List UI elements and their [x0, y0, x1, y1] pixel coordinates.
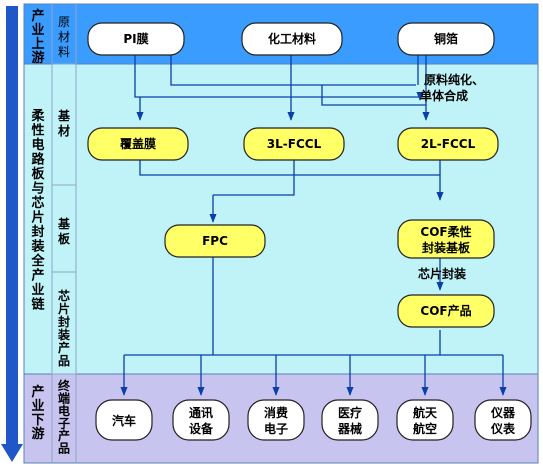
svg-text:业: 业: [31, 22, 44, 38]
side-label-upstream: 产 业 上 游: [31, 8, 44, 66]
svg-text:材: 材: [58, 30, 70, 44]
side-label-midstream-char: 板: [31, 166, 45, 182]
board-node-cof-substrate: COF柔性 封装基板: [397, 219, 495, 259]
svg-text:原: 原: [58, 15, 70, 29]
row-label-substrate-material: 基 材: [57, 108, 71, 138]
row-label-chip-package-char: 产: [58, 340, 70, 355]
side-label-midstream-char: 业: [31, 282, 44, 298]
terminal-node-label: 航天: [413, 405, 438, 420]
row-label-terminal-char: 电: [58, 403, 70, 418]
svg-text:COF柔性: COF柔性: [420, 224, 471, 239]
side-label-midstream-char: 链: [30, 297, 45, 313]
svg-text:覆盖膜: 覆盖膜: [119, 136, 156, 151]
terminal-node-label: 仪表: [490, 421, 516, 436]
side-label-midstream-char: 芯: [31, 195, 44, 211]
terminal-node-label: 航空: [413, 421, 437, 436]
raw-node-pi-film: PI膜: [87, 22, 185, 56]
terminal-node: 汽车: [95, 399, 153, 441]
terminal-node-label: 通讯: [189, 405, 213, 420]
svg-text:游: 游: [31, 50, 44, 66]
flow-lines: [120, 53, 507, 396]
svg-text:原料纯化、: 原料纯化、: [424, 72, 484, 87]
row-label-terminal-char: 子: [58, 417, 70, 431]
row-label-chip-package-char: 封: [58, 314, 70, 329]
terminal-node-label: 医疗: [338, 405, 362, 420]
side-label-midstream-char: 装: [30, 239, 44, 255]
svg-text:材: 材: [57, 123, 70, 138]
svg-text:3L-FCCL: 3L-FCCL: [267, 137, 322, 151]
svg-text:下: 下: [31, 413, 44, 428]
side-label-midstream-char: 电: [31, 137, 44, 153]
row-label-chip-package-char: 品: [58, 354, 70, 368]
package-node-cof-product: COF产品: [397, 294, 495, 328]
svg-text:料: 料: [58, 45, 70, 59]
row-label-terminal-char: 端: [58, 391, 70, 406]
substrate-node-3l-fccl: 3L-FCCL: [243, 127, 345, 161]
svg-text:业: 业: [31, 398, 44, 414]
chain-flow-arrowhead: [1, 444, 23, 462]
svg-text:产: 产: [31, 384, 44, 400]
svg-text:产: 产: [31, 8, 44, 24]
row-label-chip-package-char: 片: [58, 301, 70, 316]
side-label-midstream-char: 性: [31, 123, 44, 139]
side-label-midstream-char: 全: [30, 253, 45, 269]
row-label-terminal-char: 产: [58, 428, 70, 443]
row-label-terminal-char: 品: [58, 442, 70, 456]
substrate-node-coverlay: 覆盖膜: [87, 127, 189, 161]
terminal-node-label: 仪器: [490, 406, 516, 420]
chain-flow-arrow: [6, 6, 18, 446]
side-label-midstream-char: 片: [31, 210, 44, 226]
svg-text:2L-FCCL: 2L-FCCL: [421, 137, 476, 151]
terminal-node-label: 器械: [337, 421, 362, 436]
row-label-substrate-board: 基 板: [57, 216, 71, 246]
raw-node-chemical-materials: 化工材料: [241, 22, 343, 56]
svg-text:基: 基: [57, 108, 71, 123]
svg-text:PI膜: PI膜: [123, 31, 148, 46]
terminal-node-label: 汽车: [112, 413, 136, 428]
annotation-chip-packaging: 芯片封装: [418, 266, 466, 281]
annotation-purification: 原料纯化、 单体合成: [420, 72, 484, 103]
terminal-node-label: 设备: [189, 421, 214, 436]
side-label-midstream-char: 路: [31, 152, 45, 168]
raw-node-copper-foil: 铜箔: [397, 22, 495, 56]
board-node-fpc: FPC: [164, 224, 266, 258]
svg-text:板: 板: [58, 231, 71, 246]
svg-text:基: 基: [57, 216, 71, 231]
svg-text:COF产品: COF产品: [420, 303, 471, 318]
terminal-node-label: 电子: [264, 421, 288, 436]
side-label-midstream-char: 柔: [30, 109, 45, 124]
substrate-node-2l-fccl: 2L-FCCL: [397, 127, 499, 161]
svg-text:上: 上: [31, 37, 44, 52]
svg-text:游: 游: [31, 426, 44, 442]
svg-text:铜箔: 铜箔: [434, 31, 458, 46]
side-label-downstream: 产 业 下 游: [31, 384, 44, 442]
terminal-node-label: 消费: [264, 405, 288, 420]
svg-text:化工材料: 化工材料: [268, 31, 316, 46]
row-label-raw-materials: 原 材 料: [58, 15, 70, 59]
row-label-chip-package-char: 装: [57, 327, 70, 342]
svg-text:封装基板: 封装基板: [422, 240, 471, 255]
row-label-chip-package-char: 芯: [58, 288, 70, 303]
svg-text:单体合成: 单体合成: [420, 88, 468, 103]
svg-text:FPC: FPC: [202, 234, 228, 248]
side-label-midstream-char: 产: [31, 268, 44, 284]
row-label-terminal-char: 终: [58, 378, 71, 393]
side-label-midstream-char: 封: [31, 224, 44, 240]
side-label-midstream-char: 与: [31, 182, 44, 197]
